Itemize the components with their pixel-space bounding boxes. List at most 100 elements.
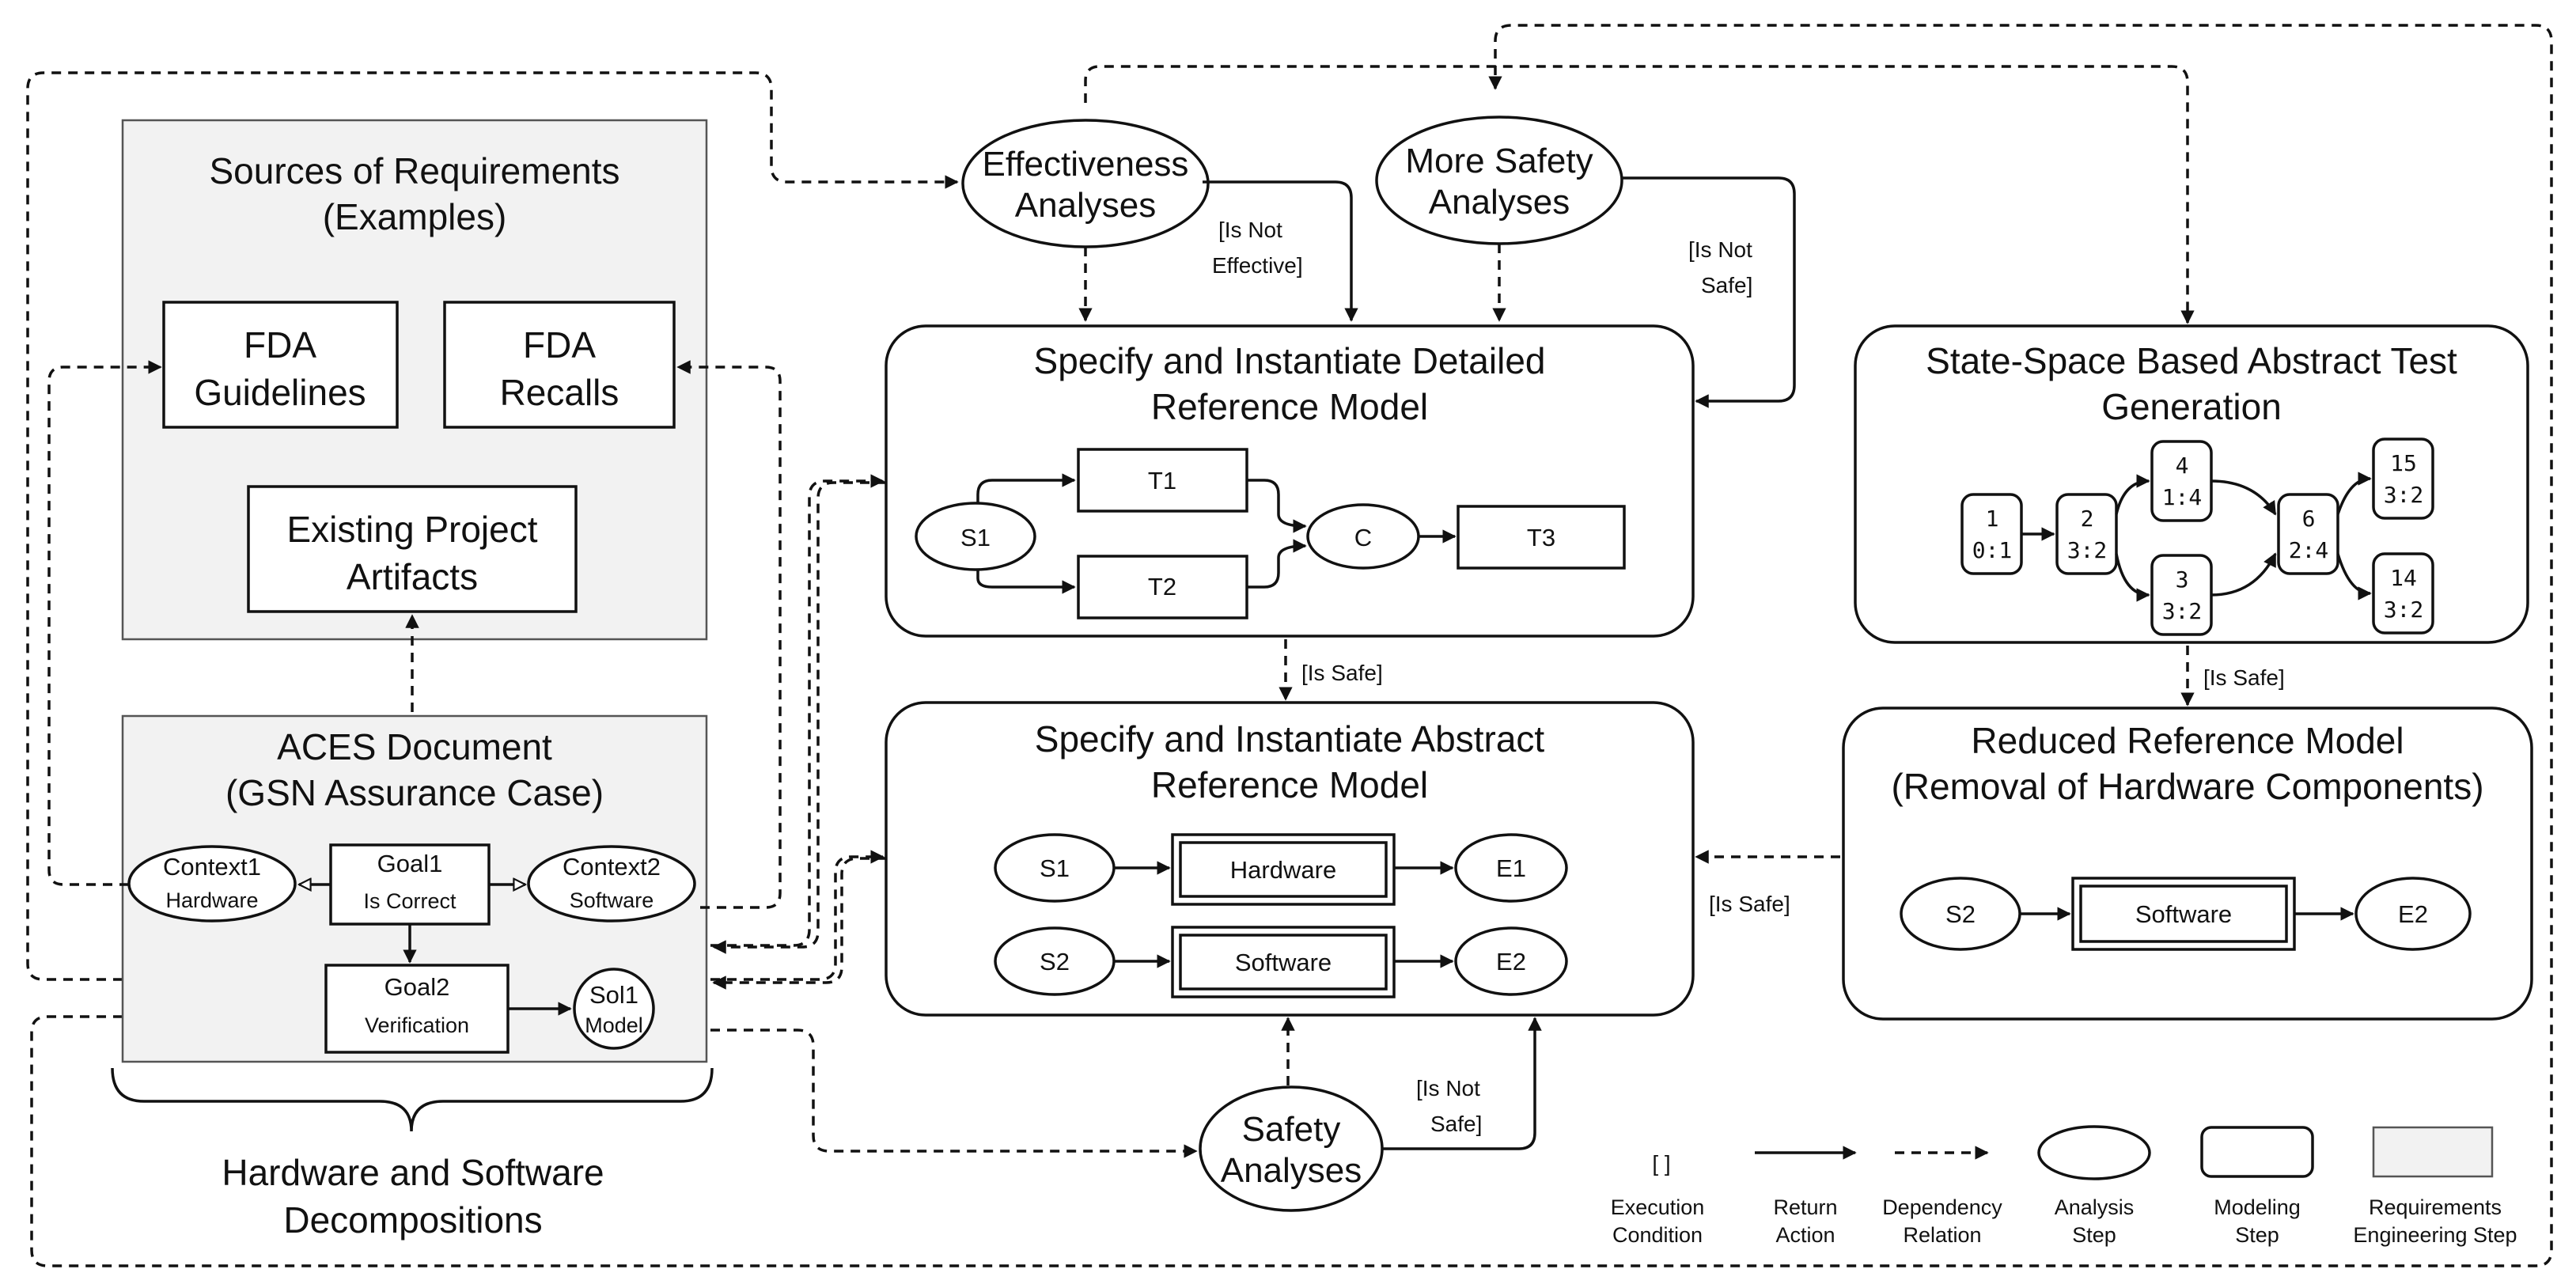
legend-analysis-step: Analysis Step bbox=[2037, 1125, 2151, 1247]
fda-guidelines-box: FDA Guidelines bbox=[162, 301, 399, 429]
detailed-title-line2: Reference Model bbox=[1151, 386, 1428, 427]
legend-requirements-step: Requirements Engineering Step bbox=[2353, 1126, 2517, 1247]
goal1-label: Goal1 bbox=[377, 850, 443, 877]
gsn-goal2: Goal2 Verification bbox=[324, 964, 510, 1054]
reduced-s2-label: S2 bbox=[1945, 900, 1976, 928]
condition-labels: [Is Not Effective] [Is Not Safe] [Is Saf… bbox=[1212, 218, 2285, 1136]
existing-artifacts-line2: Artifacts bbox=[347, 556, 478, 597]
effectiveness-line1: Effectiveness bbox=[983, 145, 1189, 184]
legend-bracket-symbol: [ ] bbox=[1652, 1151, 1670, 1176]
fda-recalls-line1: FDA bbox=[523, 324, 596, 366]
sol1-label: Sol1 bbox=[589, 981, 638, 1009]
legend-execution-line1: Execution bbox=[1611, 1195, 1705, 1219]
reduced-title-line1: Reduced Reference Model bbox=[1971, 720, 2404, 761]
aces-title-line2: (GSN Assurance Case) bbox=[225, 772, 604, 813]
detailed-t1-label: T1 bbox=[1148, 467, 1176, 494]
reduced-title-line2: (Removal of Hardware Components) bbox=[1891, 766, 2483, 807]
state-node-3-val: 3:2 bbox=[2162, 598, 2203, 624]
requirements-dependencies bbox=[47, 360, 782, 909]
fda-guidelines-line1: FDA bbox=[244, 324, 316, 366]
context2-sub: Software bbox=[570, 888, 654, 912]
more-safety-line1: More Safety bbox=[1405, 142, 1593, 180]
existing-artifacts-box: Existing Project Artifacts bbox=[247, 485, 578, 613]
detailed-reference-model-panel: Specify and Instantiate Detailed Referen… bbox=[885, 324, 1695, 638]
state-node-14-val: 3:2 bbox=[2384, 597, 2424, 623]
legend: [ ] Execution Condition Return Action De… bbox=[1611, 1125, 2517, 1247]
state-node-14: 14 3:2 bbox=[2372, 552, 2434, 635]
context1-label: Context1 bbox=[163, 853, 261, 881]
more-safety-analyses: More Safety Analyses bbox=[1375, 116, 1623, 245]
reduced-software-node bbox=[2071, 877, 2296, 951]
abstract-s2-label: S2 bbox=[1040, 948, 1070, 975]
detailed-c-label: C bbox=[1354, 524, 1372, 551]
state-node-3-id: 3 bbox=[2176, 566, 2189, 593]
cond-is-not-effective-line2: Effective] bbox=[1212, 253, 1303, 278]
effectiveness-line2: Analyses bbox=[1015, 186, 1157, 225]
central-flows bbox=[710, 176, 2195, 1158]
abstract-software-node bbox=[1171, 926, 1396, 998]
state-node-15-id: 15 bbox=[2390, 450, 2417, 476]
safety-analyses: Safety Analyses bbox=[1199, 1085, 1384, 1212]
detailed-t3-node bbox=[1457, 505, 1626, 570]
abstract-e2-node bbox=[1454, 926, 1568, 996]
state-space-panel: State-Space Based Abstract Test Generati… bbox=[1854, 324, 2529, 644]
cond-is-not-safe-top-line2: Safe] bbox=[1701, 273, 1752, 297]
fda-guidelines-line2: Guidelines bbox=[194, 372, 366, 413]
existing-artifacts-line1: Existing Project bbox=[286, 509, 537, 550]
requirements-title-line2: (Examples) bbox=[323, 196, 507, 237]
decomposition-label-line1: Hardware and Software bbox=[222, 1152, 604, 1193]
effectiveness-analyses: Effectiveness Analyses bbox=[961, 119, 1210, 248]
abstract-e1-node bbox=[1454, 833, 1568, 903]
legend-requirements-line2: Engineering Step bbox=[2353, 1223, 2517, 1247]
safety-line2: Analyses bbox=[1221, 1151, 1362, 1190]
cond-is-not-safe-bottom-line2: Safe] bbox=[1430, 1112, 1482, 1136]
legend-requirements-line1: Requirements bbox=[2369, 1195, 2502, 1219]
goal2-label: Goal2 bbox=[385, 973, 450, 1001]
state-node-6-val: 2:4 bbox=[2289, 537, 2329, 563]
legend-modeling-line1: Modeling bbox=[2214, 1195, 2301, 1219]
fda-recalls-line2: Recalls bbox=[500, 372, 619, 413]
abstract-title-line1: Specify and Instantiate Abstract bbox=[1035, 718, 1545, 760]
state-node-14-id: 14 bbox=[2390, 565, 2417, 591]
legend-return-line1: Return bbox=[1773, 1195, 1837, 1219]
gsn-goal1: Goal1 Is Correct bbox=[329, 843, 491, 926]
abstract-software-label: Software bbox=[1235, 949, 1332, 976]
safety-line1: Safety bbox=[1242, 1110, 1341, 1149]
cond-is-safe-mid: [Is Safe] bbox=[1301, 661, 1383, 685]
abstract-hardware-node bbox=[1171, 833, 1396, 906]
state-node-1-id: 1 bbox=[1986, 506, 1999, 532]
state-edges bbox=[2021, 472, 2372, 602]
abstract-e2-label: E2 bbox=[1496, 948, 1526, 975]
state-node-6: 6 2:4 bbox=[2277, 493, 2339, 575]
state-node-4-id: 4 bbox=[2176, 453, 2189, 479]
abstract-e1-label: E1 bbox=[1496, 854, 1526, 882]
legend-dependency-relation: Dependency Relation bbox=[1882, 1146, 2002, 1247]
fda-recalls-box: FDA Recalls bbox=[443, 301, 676, 429]
state-node-6-id: 6 bbox=[2302, 506, 2316, 532]
legend-execution-line2: Condition bbox=[1612, 1223, 1703, 1247]
reduced-e2-label: E2 bbox=[2398, 900, 2428, 928]
state-node-1: 1 0:1 bbox=[1960, 493, 2023, 575]
reduced-software-label: Software bbox=[2135, 900, 2232, 928]
reduced-reference-model-panel: Reduced Reference Model (Removal of Hard… bbox=[1842, 707, 2533, 1021]
state-node-4: 4 1:4 bbox=[2150, 440, 2213, 522]
state-node-2-val: 3:2 bbox=[2067, 537, 2108, 563]
statespace-title-line2: Generation bbox=[2101, 386, 2282, 427]
legend-execution-condition: [ ] Execution Condition bbox=[1611, 1151, 1705, 1247]
decomposition-brace: Hardware and Software Decompositions bbox=[111, 1067, 714, 1241]
legend-modeling-step: Modeling Step bbox=[2200, 1126, 2314, 1247]
state-node-2: 2 3:2 bbox=[2055, 493, 2118, 575]
legend-analysis-line2: Step bbox=[2072, 1223, 2116, 1247]
detailed-t3-label: T3 bbox=[1527, 524, 1555, 551]
abstract-title-line2: Reference Model bbox=[1151, 764, 1428, 805]
legend-modeling-line2: Step bbox=[2235, 1223, 2279, 1247]
detailed-t2-node bbox=[1077, 555, 1248, 619]
state-node-1-val: 0:1 bbox=[1972, 537, 2013, 563]
context2-label: Context2 bbox=[563, 853, 661, 881]
state-node-4-val: 1:4 bbox=[2162, 484, 2203, 510]
detailed-s1-label: S1 bbox=[960, 524, 991, 551]
cond-is-not-safe-bottom-line1: [Is Not bbox=[1416, 1076, 1480, 1100]
gsn-sol1: Sol1 Model bbox=[573, 968, 655, 1050]
requirements-title-line1: Sources of Requirements bbox=[209, 150, 619, 191]
